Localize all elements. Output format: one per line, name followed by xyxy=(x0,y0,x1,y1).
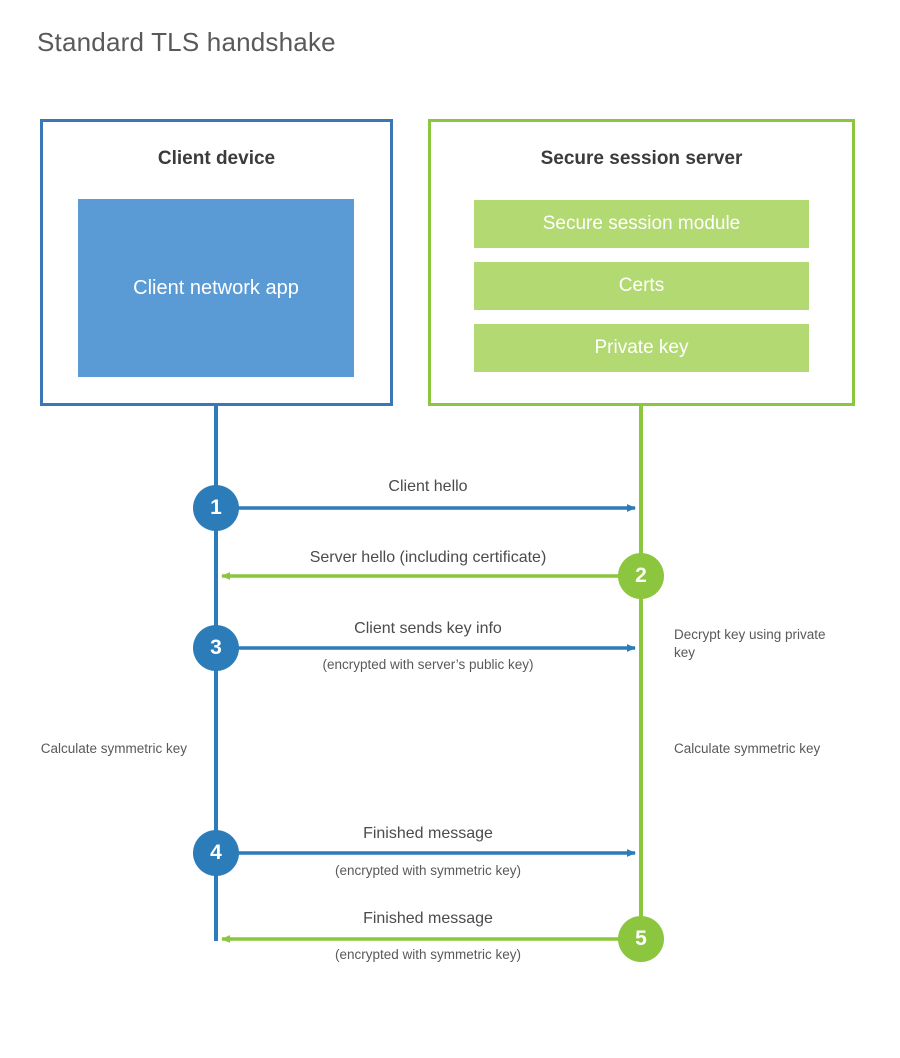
annotation-server-calculate-symmetric-key: Calculate symmetric key xyxy=(674,741,821,756)
server-component-secure-session-module: Secure session module xyxy=(474,200,809,248)
server-component-certs: Certs xyxy=(474,262,809,310)
step-3-label: Client sends key info xyxy=(354,620,502,637)
step-marker-3: 3 xyxy=(193,625,239,671)
client-device-title: Client device xyxy=(157,148,276,169)
client-network-app-block: Client network app xyxy=(78,199,354,377)
step-2-label: Server hello (including certificate) xyxy=(309,549,547,566)
page-title: Standard TLS handshake xyxy=(37,27,336,57)
step-5-label: Finished message xyxy=(363,910,493,927)
step-4-label: Finished message xyxy=(363,825,493,842)
step-1-label: Client hello xyxy=(388,478,468,495)
server-component-private-key: Private key xyxy=(474,324,809,372)
annotation-client-calculate-symmetric-key: Calculate symmetric key xyxy=(40,741,187,756)
step-5-sublabel: (encrypted with symmetric key) xyxy=(334,947,522,962)
secure-session-server-box: Secure session server Secure session mod… xyxy=(428,119,855,406)
annotation-server-decrypt: Decrypt key using private key xyxy=(674,627,826,660)
step-marker-1: 1 xyxy=(193,485,239,531)
step-3-sublabel: (encrypted with server’s public key) xyxy=(322,657,534,672)
step-marker-5: 5 xyxy=(618,916,664,962)
server-components-list: Secure session module Certs Private key xyxy=(474,200,809,372)
step-marker-2: 2 xyxy=(618,553,664,599)
step-4-sublabel: (encrypted with symmetric key) xyxy=(334,863,522,878)
step-marker-4: 4 xyxy=(193,830,239,876)
client-device-box: Client device Client network app xyxy=(40,119,393,406)
secure-session-server-title: Secure session server xyxy=(540,148,743,169)
